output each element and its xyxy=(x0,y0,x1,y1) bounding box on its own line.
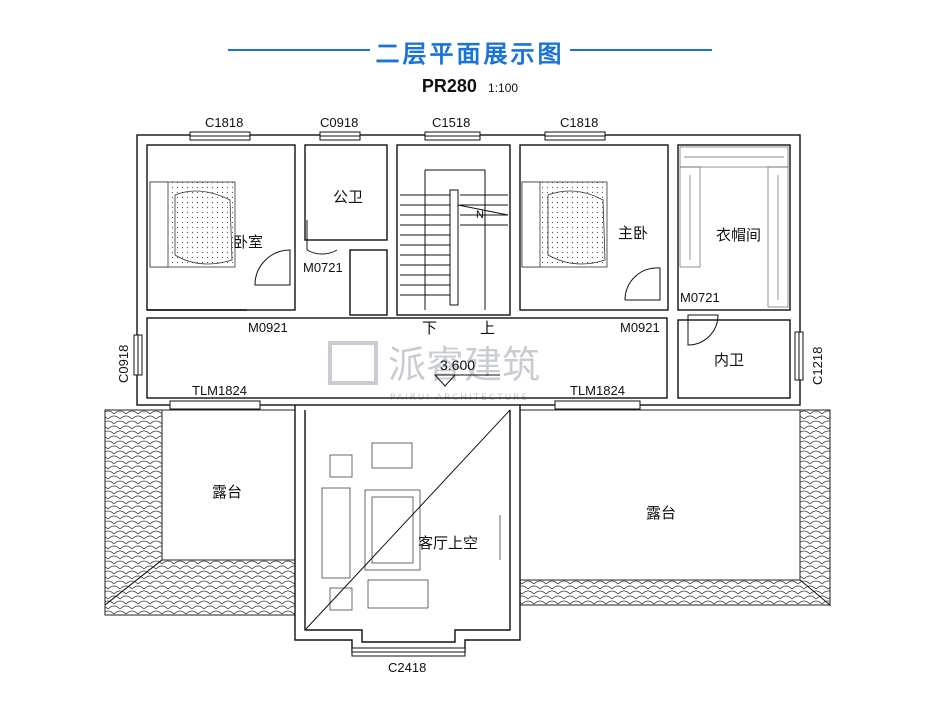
plan-code: PR280 xyxy=(421,76,477,96)
plan-scale: 1:100 xyxy=(488,81,519,95)
window-label-left: C0918 xyxy=(116,345,131,383)
door-label-bedroom: M0921 xyxy=(248,320,288,335)
window-label-right: C1218 xyxy=(810,347,825,385)
room-living-void: 客厅上空 xyxy=(418,534,478,552)
room-public-toilet: 公卫 xyxy=(333,188,363,206)
window-label-3: C1518 xyxy=(432,115,470,130)
terrace-right xyxy=(519,409,832,607)
door-swings xyxy=(254,220,719,346)
window-marks xyxy=(133,131,804,657)
window-label-1: C1818 xyxy=(205,115,243,130)
door-label-inner: M0721 xyxy=(680,290,720,305)
room-terrace-right: 露台 xyxy=(646,504,676,522)
north-mark: N xyxy=(476,209,484,221)
title-rule-right xyxy=(570,49,712,51)
window-label-2: C0918 xyxy=(320,115,358,130)
watermark: 派睿建筑 PAIRUI ARCHITECTURE xyxy=(328,341,540,403)
staircase xyxy=(400,169,509,310)
door-label-tlm-left: TLM1824 xyxy=(192,383,247,398)
room-master-bedroom: 主卧 xyxy=(618,224,648,242)
stair-down-label: 下 xyxy=(422,319,437,337)
title-rule-left xyxy=(228,49,370,51)
room-bedroom: 卧室 xyxy=(233,233,263,251)
room-inner-toilet: 内卫 xyxy=(714,351,744,369)
door-label-toilet: M0721 xyxy=(303,260,343,275)
room-closet: 衣帽间 xyxy=(716,226,761,244)
stair-up-label: 上 xyxy=(480,319,495,337)
door-label-master: M0921 xyxy=(620,320,660,335)
terrace-left xyxy=(104,409,296,616)
bed-bedroom xyxy=(149,181,236,268)
bed-master xyxy=(521,181,608,268)
plan-subtitle: PR280 1:100 xyxy=(0,76,940,97)
watermark-text: 派睿建筑 xyxy=(388,343,540,387)
level-value: 3.600 xyxy=(440,357,475,373)
room-terrace-left: 露台 xyxy=(212,483,242,501)
page-title: 二层平面展示图 xyxy=(375,40,565,68)
door-label-tlm-right: TLM1824 xyxy=(570,383,625,398)
window-label-4: C1818 xyxy=(560,115,598,130)
title-row: 二层平面展示图 xyxy=(0,30,940,70)
living-furniture xyxy=(321,442,501,611)
wardrobe xyxy=(679,146,789,308)
window-label-bottom: C2418 xyxy=(388,660,426,675)
void-diagonal xyxy=(304,409,511,631)
